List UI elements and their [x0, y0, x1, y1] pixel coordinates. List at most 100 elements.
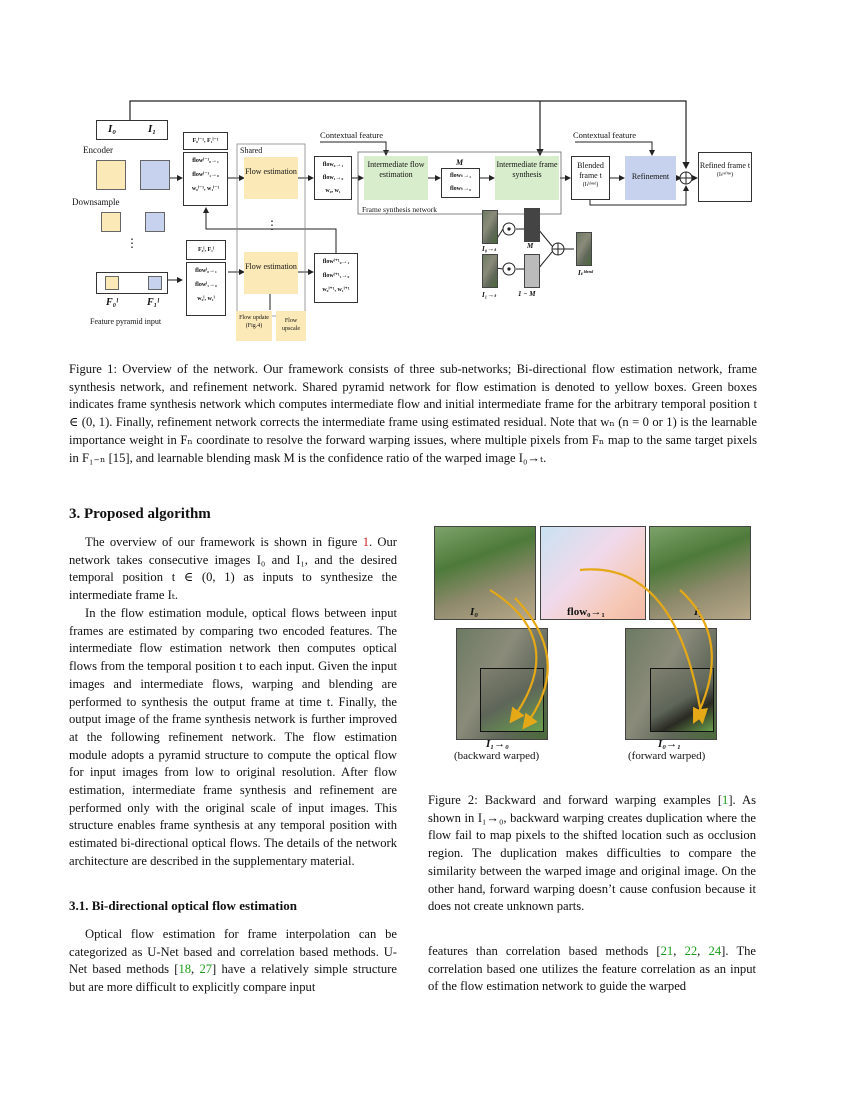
warp-label-blend: Iₜᵇˡᵉⁿᵈ	[578, 269, 594, 277]
shared-label: Shared	[240, 146, 263, 155]
fig2-sub-backward: (backward warped)	[454, 750, 540, 762]
figure-1: I₀ I₁ Encoder Downsample ⋮ F₀ˡ F₁ˡ Featu…	[0, 0, 850, 350]
downsample-label: Downsample	[72, 197, 120, 207]
bottom-flow-2: w₀ˡ, w₁ˡ	[197, 296, 215, 302]
flow-upscale-box: Flow upscale	[276, 311, 306, 341]
mid-flow-box: flowₜ→₁ flowₜ→₀	[441, 168, 480, 198]
para1-text-b: . Our network takes consecutive images I…	[69, 535, 398, 603]
input-i0: I₀	[108, 123, 117, 135]
top-flow-box: flowˡ⁻¹₀→₁ flowˡ⁻¹₁→₀ w₀ˡ⁻¹, w₁ˡ⁻¹	[183, 152, 228, 206]
frame-synthesis-network-label: Frame synthesis network	[362, 205, 437, 214]
bottom-feature-box: F₀ˡ, F₁ˡ	[186, 240, 226, 260]
input-frames-box	[96, 120, 168, 140]
refined-symbol: (Iₜʳᵉᶠⁱⁿᵉ)	[716, 172, 734, 178]
out-bottom-box: flowˡ⁺¹₀→₁ flowˡ⁺¹₁→₀ w₀ˡ⁺¹, w₁ˡ⁺¹	[314, 253, 358, 303]
encoder-cube-2	[101, 212, 121, 232]
refinement-box: Refinement	[625, 156, 676, 200]
blended-label: Blended frame t	[577, 161, 604, 180]
shared-dots: ⋮	[266, 218, 278, 232]
contextual-feature-2: Contextual feature	[573, 130, 637, 140]
para4-text-b: ]. The correlation based one utilizes th…	[428, 944, 757, 994]
warp-thumb-i1t	[482, 254, 498, 288]
encoder-cube-0	[96, 160, 126, 190]
ref-27-link[interactable]: 27	[199, 962, 213, 977]
section-3-1-heading: 3.1. Bi-directional optical flow estimat…	[69, 898, 297, 913]
fig2-image-i0	[434, 526, 536, 620]
out-bottom-1: flowˡ⁺¹₁→₀	[322, 273, 350, 279]
fig2-sub-forward: (forward warped)	[628, 750, 706, 762]
out-top-1: flow₁→₀	[322, 175, 344, 181]
contextual-feature-1: Contextual feature	[320, 130, 384, 140]
bottom-flow-0: flowˡ₀→₁	[195, 268, 217, 274]
flow-estimation-top: Flow estimation	[244, 157, 298, 199]
out-top-0: flow₀→₁	[322, 162, 344, 168]
para4-text-a: features than correlation based methods …	[428, 944, 661, 958]
feature-pyramid-label: Feature pyramid input	[90, 317, 162, 326]
fig2-image-flow	[540, 526, 646, 620]
refined-label: Refined frame t	[699, 161, 751, 170]
fig2-label-flow: flow₀→₁	[567, 606, 605, 618]
para3-text-b: ] have a relatively simple structure but…	[69, 962, 397, 995]
mid-flow-1: flowₜ→₀	[449, 186, 472, 192]
para-flow-module: In the flow estimation module, optical f…	[69, 606, 397, 868]
blended-symbol: (Iₜᵇˡᵉⁿᵈ)	[582, 182, 599, 188]
top-flow-0: flowˡ⁻¹₀→₁	[192, 158, 219, 164]
input-i1: I₁	[148, 123, 157, 135]
warp-thumb-blend	[576, 232, 592, 266]
intermediate-synthesis-box: Intermediate frame synthesis	[495, 156, 559, 200]
para-bidirectional: Optical flow estimation for frame interp…	[69, 927, 397, 995]
pyramid-cube-0	[105, 276, 119, 290]
fig2-label-backward: I₁→₀	[486, 738, 509, 750]
pyramid-f0: F₀ˡ	[106, 297, 118, 308]
m-label: M	[456, 158, 464, 167]
flow-update-box: Flow update (Fig.4)	[236, 311, 272, 341]
ref-1-link[interactable]: 1	[722, 793, 729, 807]
warp-thumb-i0t	[482, 210, 498, 244]
encoder-cube-3	[145, 212, 165, 232]
warp-label-1m: 1 − M	[518, 290, 536, 298]
ref-21-link[interactable]: 21	[660, 944, 674, 958]
intermediate-flow-box: Intermediate flow estimation	[364, 156, 428, 200]
ref-22-link[interactable]: 22	[684, 944, 698, 958]
warp-thumb-1m	[524, 254, 540, 288]
refined-frame-box: Refined frame t (Iₜʳᵉᶠⁱⁿᵉ)	[698, 152, 752, 202]
figure-2-caption: Figure 2: Backward and forward warping e…	[428, 792, 756, 916]
blended-frame-box: Blended frame t (Iₜᵇˡᵉⁿᵈ)	[571, 156, 610, 200]
top-flow-1: flowˡ⁻¹₁→₀	[192, 172, 219, 178]
figure-1-caption: Figure 1: Overview of the network. Our f…	[69, 362, 757, 465]
fig2-label-i0: I₀	[470, 606, 479, 618]
figure-2: I₀ flow₀→₁ I₁ I₁→₀ (backward warped) I₀→…	[420, 520, 770, 770]
top-flow-2: w₀ˡ⁻¹, w₁ˡ⁻¹	[191, 186, 220, 192]
bottom-flow-1: flowˡ₁→₀	[195, 282, 217, 288]
out-top-box: flow₀→₁ flow₁→₀ w₀, w₁	[314, 156, 352, 200]
out-bottom-2: w₀ˡ⁺¹, w₁ˡ⁺¹	[322, 287, 350, 293]
encoder-cube-1	[140, 160, 170, 190]
flow-estimation-bottom: Flow estimation	[244, 252, 298, 294]
ref-18-link[interactable]: 18	[178, 962, 192, 977]
fig2-image-i1	[649, 526, 751, 620]
fig2-label-forward: I₀→₁	[658, 738, 681, 750]
vertical-dots: ⋮	[126, 236, 138, 250]
figure-1-arrows	[129, 100, 698, 317]
bottom-flow-box: flowˡ₀→₁ flowˡ₁→₀ w₀ˡ, w₁ˡ	[186, 262, 226, 316]
warp-label-i1t: I₁→ₜ	[482, 291, 497, 299]
out-top-2: w₀, w₁	[325, 188, 341, 194]
warp-label-i0t: I₀→ₜ	[482, 245, 497, 253]
para-overview: The overview of our framework is shown i…	[69, 534, 397, 605]
encoder-label: Encoder	[83, 145, 113, 155]
para1-text-a: The overview of our framework is shown i…	[85, 535, 363, 549]
fig2-arrows	[489, 568, 713, 730]
out-bottom-0: flowˡ⁺¹₀→₁	[322, 259, 350, 265]
pyramid-f1: F₁ˡ	[147, 297, 159, 308]
top-feature-box: F₀ˡ⁻¹, F₁ˡ⁻¹	[183, 132, 228, 150]
para3-text-a: Optical flow estimation for frame interp…	[69, 927, 397, 977]
pyramid-cube-1	[148, 276, 162, 290]
figure-1-link[interactable]: 1	[362, 535, 369, 549]
ref-24-link[interactable]: 24	[708, 944, 722, 958]
warp-label-m: M	[527, 242, 534, 250]
mid-flow-0: flowₜ→₁	[449, 173, 472, 179]
section-3-heading: 3. Proposed algorithm	[69, 506, 211, 522]
warp-thumb-m	[524, 208, 540, 242]
para-correlation: features than correlation based methods …	[428, 944, 757, 994]
caption2-text-a: Figure 2: Backward and forward warping e…	[428, 793, 723, 807]
